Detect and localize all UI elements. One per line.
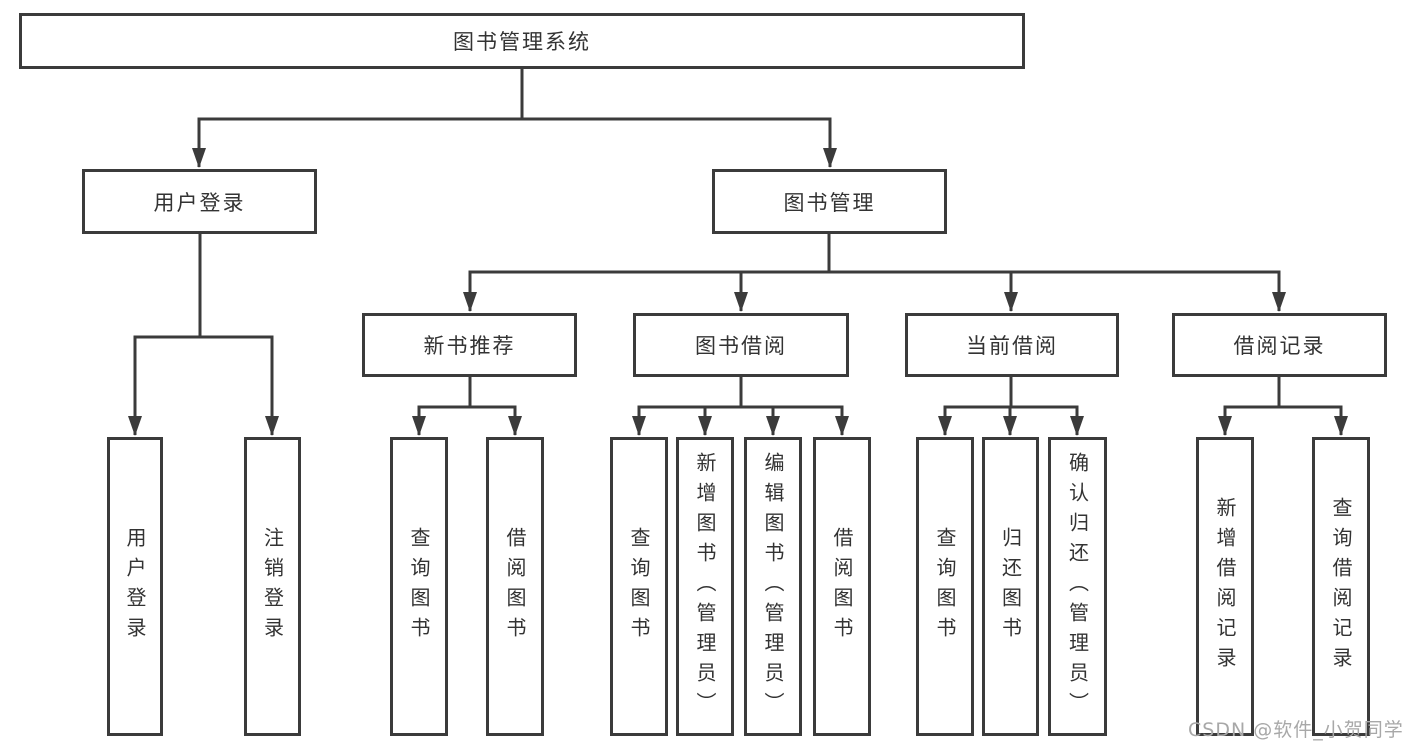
node-borrow-records: 借阅记录 [1172,313,1387,377]
leaf-add-borrow-record: 新增借阅记录 [1196,437,1254,736]
leaf-query-books-current-label: 查询图书 [933,526,957,647]
leaf-logout-label: 注销登录 [260,526,285,647]
node-root-label: 图书管理系统 [453,30,591,54]
csdn-watermark: CSDN @软件_小贺同学 [1188,719,1404,741]
leaf-add-borrow-record-label: 新增借阅记录 [1213,496,1237,677]
leaf-logout: 注销登录 [244,437,301,736]
leaf-return-books-label: 归还图书 [998,526,1023,647]
node-borrow-records-label: 借阅记录 [1233,334,1326,358]
leaf-borrow-books-recommend-label: 借阅图书 [503,526,527,647]
leaf-edit-books-admin: 编辑图书（管理员） [744,437,802,736]
leaf-add-books-admin: 新增图书（管理员） [676,437,734,736]
leaf-edit-books-admin-label: 编辑图书（管理员） [761,451,785,722]
leaf-user-login-label: 用户登录 [123,526,147,647]
node-book-borrow-label: 图书借阅 [695,334,787,358]
node-book-management: 图书管理 [712,169,947,234]
node-user-login: 用户登录 [82,169,317,234]
leaf-query-borrow-record-label: 查询借阅记录 [1329,496,1353,677]
leaf-borrow-books-recommend: 借阅图书 [486,437,544,736]
leaf-confirm-return-admin-label: 确认归还（管理员） [1065,451,1090,722]
leaf-user-login: 用户登录 [107,437,163,736]
node-book-borrow: 图书借阅 [633,313,849,377]
leaf-borrow-books: 借阅图书 [813,437,871,736]
leaf-return-books: 归还图书 [982,437,1039,736]
leaf-borrow-books-label: 借阅图书 [830,526,854,647]
leaf-query-books-current: 查询图书 [916,437,974,736]
leaf-query-books-recommend: 查询图书 [390,437,448,736]
node-user-login-label: 用户登录 [153,190,246,215]
leaf-confirm-return-admin: 确认归还（管理员） [1048,437,1107,736]
leaf-query-books-borrow: 查询图书 [610,437,668,736]
node-current-borrow-label: 当前借阅 [966,334,1058,358]
node-new-book-recommendation: 新书推荐 [362,313,577,377]
node-current-borrow: 当前借阅 [905,313,1119,377]
leaf-add-books-admin-label: 新增图书（管理员） [693,451,717,722]
leaf-query-borrow-record: 查询借阅记录 [1312,437,1370,736]
leaf-query-books-recommend-label: 查询图书 [407,526,431,647]
leaf-query-books-borrow-label: 查询图书 [627,526,651,647]
node-new-book-recommendation-label: 新书推荐 [423,334,516,358]
node-root: 图书管理系统 [19,13,1025,69]
node-book-management-label: 图书管理 [783,190,876,215]
